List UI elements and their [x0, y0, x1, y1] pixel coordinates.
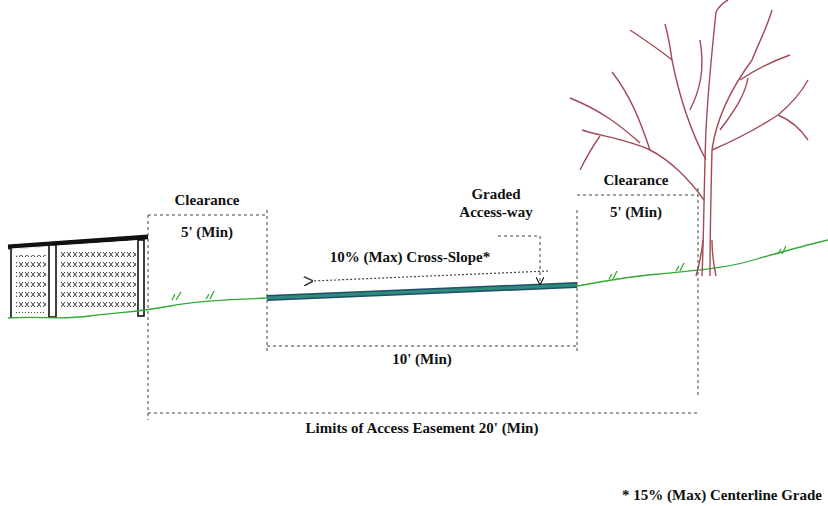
access-way-fill [267, 285, 577, 298]
tree [570, 0, 808, 276]
slope-arrow [312, 271, 548, 281]
fence [8, 237, 148, 318]
dimension-label: Clearance [175, 191, 240, 209]
dimension-value: 5' (Min) [610, 203, 662, 221]
footnote: * 15% (Max) Centerline Grade [622, 486, 822, 504]
dimension-value: 5' (Min) [181, 223, 233, 241]
dimension-value: 10' (Min) [392, 350, 452, 368]
dimension-lines [148, 188, 698, 420]
part-name: Graded Access-way [451, 185, 541, 221]
access-way [267, 285, 577, 298]
slope-note: 10% (Max) Cross-Slope* [330, 248, 491, 266]
dimension-label: Clearance [604, 171, 669, 189]
dimension-value: Limits of Access Easement 20' (Min) [306, 419, 539, 437]
ground-line [8, 240, 828, 318]
